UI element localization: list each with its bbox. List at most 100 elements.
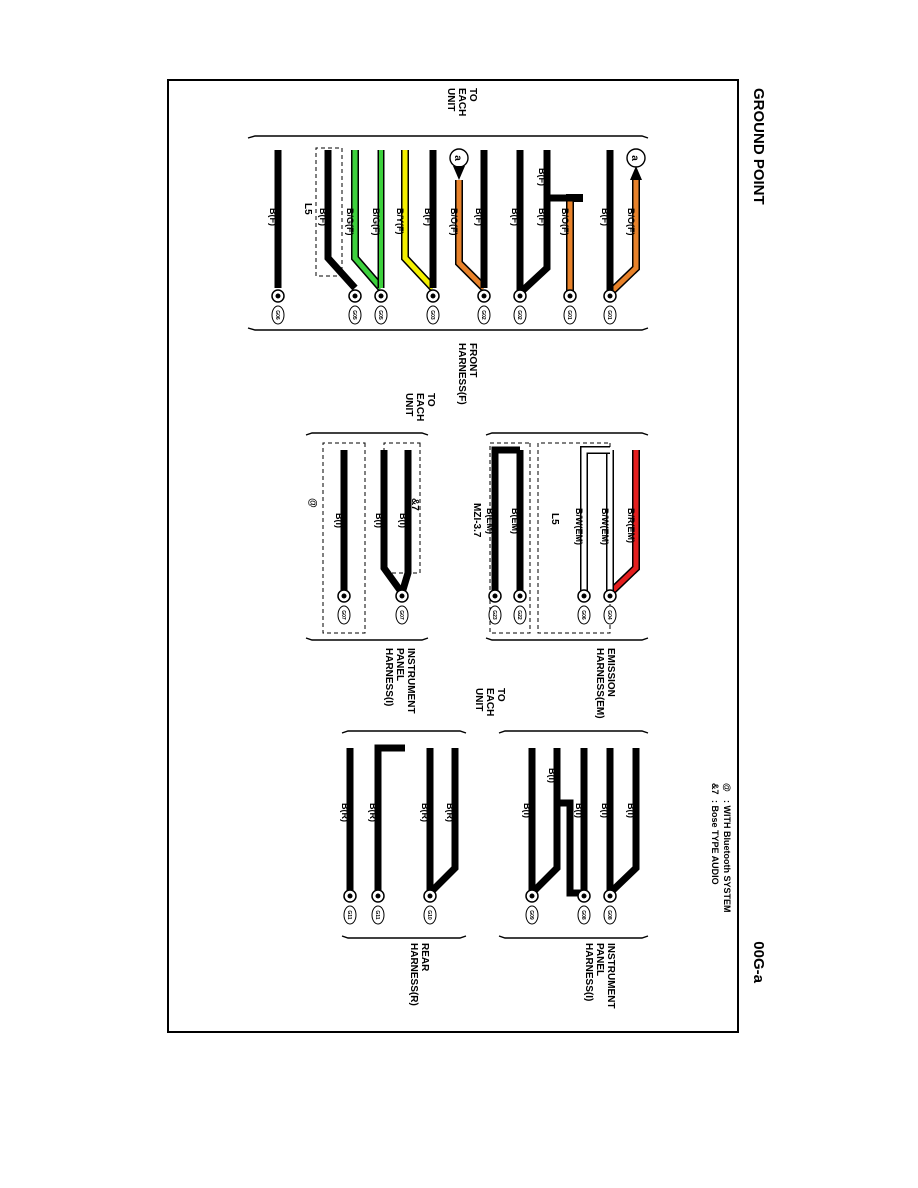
ground-g08-b: G08 <box>580 910 586 920</box>
front-l5-label: L5 <box>302 203 313 215</box>
instrument-bottom-bracket <box>498 730 649 939</box>
instrument-bottom-grounds: G08 G08 G09 <box>525 889 617 925</box>
instrument-top-grounds: G07 G07 <box>337 589 409 625</box>
ground-g05-a: G05 <box>377 310 383 320</box>
front-label-14: B(F) <box>268 208 278 226</box>
front-wire-7-fill <box>456 180 486 290</box>
ground-g05-b: G05 <box>351 310 357 320</box>
ground-g23: G23 <box>491 610 497 620</box>
front-bracket <box>247 135 649 331</box>
ground-g11-b: G11 <box>346 910 352 919</box>
ground-g07-a: G07 <box>398 610 404 620</box>
rear-bracket <box>341 730 467 939</box>
rear-wire-1 <box>427 748 459 896</box>
rear-harness-label: REARHARNESS(R) <box>408 943 430 1006</box>
front-label-7: B/O(F) <box>449 208 459 236</box>
front-wire-5 <box>517 198 551 296</box>
rear-label-3: B(R) <box>368 803 378 822</box>
rear-grounds: G10 G11 G11 <box>343 889 437 925</box>
ground-g11-a: G11 <box>374 910 380 919</box>
instrument-bottom-group: B(I) B(I) B(I) B(I) B(I) G08 G08 G09 TOE… <box>473 688 649 1009</box>
front-wire-labels: B/O(F) B(F) B/O(F) B(F) B(F) B(F) B/O(F)… <box>268 168 636 236</box>
legend-symbol-bluetooth: @ <box>722 783 732 792</box>
front-label-3: B/O(F) <box>560 208 570 236</box>
front-to-each-unit: TOEACHUNIT <box>445 88 478 116</box>
legend-symbol-bose: &7 <box>710 783 720 795</box>
instrument-bottom-wire-1 <box>607 748 640 896</box>
instrument-top-label-2: B(I) <box>374 513 384 528</box>
emission-label-1: B/R(EM) <box>626 508 636 543</box>
front-label-10: B(F) <box>423 208 433 226</box>
instrument-top-label-1: B(I) <box>398 513 408 528</box>
instrument-top-wire-1 <box>398 450 412 595</box>
emission-bracket <box>485 432 649 641</box>
front-label-4: B(F) <box>537 168 547 186</box>
emission-mzi-box <box>489 442 531 634</box>
emission-label-4: B(EM) <box>510 508 520 534</box>
connector-a-label-2: a <box>452 155 463 161</box>
front-harness-group: a a <box>247 88 649 405</box>
instrument-bottom-label-2: B(I) <box>600 803 610 818</box>
bose-label: &7 <box>409 498 420 511</box>
page-code: 00G-a <box>750 941 767 983</box>
emission-label-5: B(EM) <box>485 508 495 534</box>
instrument-bottom-wire-5 <box>529 748 561 896</box>
ground-g02-b: G02 <box>480 310 486 320</box>
ground-g08-a: G08 <box>606 910 612 920</box>
instrument-top-group: B(I) B(I) B(I) &7 @ G07 G07 TOEACHUNIT I… <box>305 393 436 714</box>
rear-label-1: B(R) <box>445 803 455 822</box>
front-label-12: B/G(F) <box>371 208 381 236</box>
emission-wire-3-fill <box>581 447 610 593</box>
page-frame <box>167 79 739 1033</box>
emission-label-3: B/W(EM) <box>574 508 584 545</box>
legend: @ : WITH Bluetooth SYSTEM &7 : Bose TYPE… <box>710 783 732 913</box>
legend-text-bluetooth: : WITH Bluetooth SYSTEM <box>722 800 732 913</box>
rear-wire-3 <box>374 744 405 893</box>
front-wire-3-fill <box>567 195 583 293</box>
front-wire-1 <box>607 180 640 296</box>
bluetooth-label: @ <box>307 498 318 508</box>
ground-g22: G22 <box>516 610 522 620</box>
emission-wire-1-fill <box>608 450 639 595</box>
front-wire-7 <box>455 180 487 291</box>
rear-harness-group: B(R) B(R) B(R) B(R) G10 G11 G11 REARHARN… <box>340 730 467 1006</box>
instrument-bottom-label-3: B(I) <box>574 803 584 818</box>
ground-g03: G03 <box>429 310 435 320</box>
emission-harness-group: B/R(EM) B/W(EM) B/W(EM) B(EM) B(EM) L5 M… <box>471 432 649 719</box>
front-label-8: B(F) <box>474 208 484 226</box>
front-label-13: B(F) <box>318 208 328 226</box>
front-label-6: B(F) <box>510 208 520 226</box>
ground-g01-a: G01 <box>606 310 612 320</box>
connector-a-top: a <box>626 148 646 180</box>
instrument-bottom-to-each-unit: TOEACHUNIT <box>473 688 506 716</box>
front-l5-box <box>315 147 343 277</box>
front-wire-4 <box>543 150 583 202</box>
ground-g07-b: G07 <box>340 610 346 620</box>
legend-text-bose: : Bose TYPE AUDIO <box>710 800 720 885</box>
front-label-5: B(F) <box>537 208 547 226</box>
emission-wire-5 <box>491 446 520 593</box>
emission-l5-label: L5 <box>549 513 560 525</box>
ground-g06-em: G06 <box>580 610 586 620</box>
ground-g04: G04 <box>606 610 612 620</box>
connector-a-label: a <box>629 155 640 161</box>
rear-label-2: B(R) <box>420 803 430 822</box>
instrument-top-bracket <box>305 432 429 641</box>
front-label-1: B/O(F) <box>626 208 636 236</box>
front-label-9: B/Y(F) <box>395 208 405 235</box>
page-title: GROUND POINT <box>750 88 767 205</box>
rear-label-4: B(R) <box>340 803 350 822</box>
bluetooth-box <box>322 442 366 634</box>
emission-harness-label: EMISSIONHARNESS(EM) <box>594 648 616 719</box>
instrument-bottom-wire-4 <box>557 799 584 897</box>
instrument-bottom-harness-label: INSTRUMENTPANELHARNESS(I) <box>583 943 616 1009</box>
instrument-top-wire-2 <box>380 450 405 596</box>
connector-a-bottom: a <box>449 148 469 180</box>
ground-g02-a: G02 <box>516 310 522 320</box>
instrument-top-label-3: B(I) <box>334 513 344 528</box>
emission-l5-box <box>537 442 611 634</box>
instrument-bottom-label-1: B(I) <box>626 803 636 818</box>
ground-g06: G06 <box>274 310 280 320</box>
emission-label-2: B/W(EM) <box>600 508 610 545</box>
